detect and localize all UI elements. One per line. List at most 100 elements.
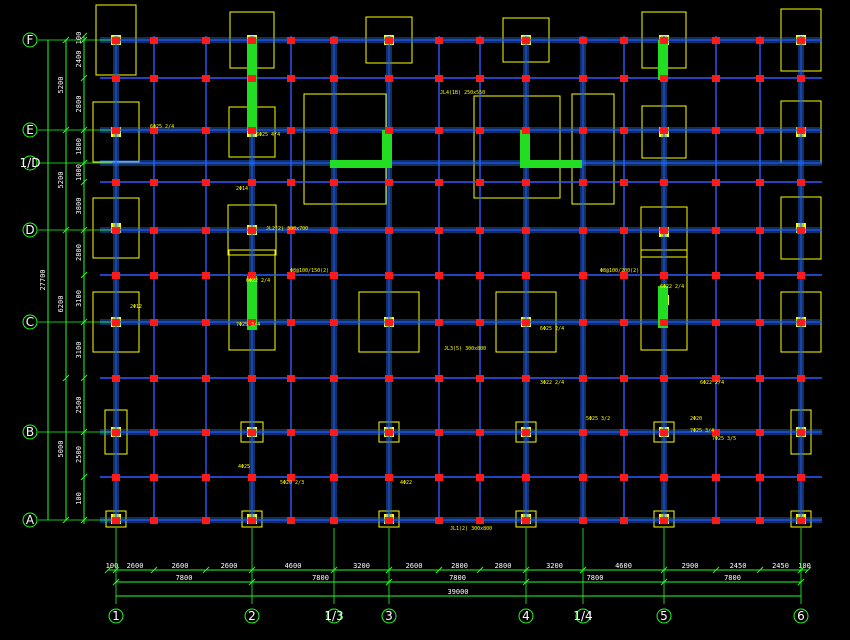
- column: [712, 429, 720, 436]
- dimension-tick: [202, 566, 210, 574]
- column: [435, 75, 443, 82]
- column: [476, 375, 484, 382]
- column: [797, 75, 805, 82]
- column: [385, 272, 393, 279]
- column: [579, 37, 587, 44]
- column: [202, 179, 210, 186]
- dimension-text: 7800: [724, 574, 741, 582]
- shear-wall: [247, 40, 257, 130]
- column: [112, 75, 120, 82]
- beam-annotation: JL4(1B) 250x550: [440, 90, 485, 96]
- column: [620, 127, 628, 134]
- column: [712, 375, 720, 382]
- column: [202, 75, 210, 82]
- column: [579, 517, 587, 524]
- column: [620, 429, 628, 436]
- axis-label: 3: [385, 609, 393, 623]
- column-layer: [112, 37, 805, 524]
- dimension-text: 100: [106, 562, 119, 570]
- column: [112, 179, 120, 186]
- dimension-tick: [80, 178, 88, 186]
- column: [476, 272, 484, 279]
- column: [712, 227, 720, 234]
- footing-outline: [473, 95, 561, 199]
- column: [522, 75, 530, 82]
- column: [112, 127, 120, 134]
- column: [330, 517, 338, 524]
- column: [756, 37, 764, 44]
- column: [202, 272, 210, 279]
- dimension-text: 100: [75, 32, 83, 45]
- column: [385, 375, 393, 382]
- column: [287, 517, 295, 524]
- dimension-text: 5200: [57, 77, 65, 94]
- column: [150, 375, 158, 382]
- column: [202, 429, 210, 436]
- shear-wall: [520, 130, 530, 168]
- column: [522, 179, 530, 186]
- column: [756, 127, 764, 134]
- dimension-text: 2800: [495, 562, 512, 570]
- column: [797, 429, 805, 436]
- dimension-text: 7800: [312, 574, 329, 582]
- column: [522, 127, 530, 134]
- beam-annotation: 5Φ20 2/3: [280, 480, 304, 486]
- column: [248, 37, 256, 44]
- column: [476, 474, 484, 481]
- dimension-text: 2450: [730, 562, 747, 570]
- column: [660, 227, 668, 234]
- beam-annotation: 4Φ22: [400, 480, 412, 486]
- column: [660, 179, 668, 186]
- beam-annotation: 5Φ25 3/2: [586, 416, 610, 422]
- column: [712, 474, 720, 481]
- dimension-text: 2600: [406, 562, 423, 570]
- column: [112, 375, 120, 382]
- column: [435, 429, 443, 436]
- column: [330, 127, 338, 134]
- axis-bubble: [22, 122, 38, 138]
- column: [797, 227, 805, 234]
- column: [248, 127, 256, 134]
- column: [579, 179, 587, 186]
- column: [756, 474, 764, 481]
- column: [287, 127, 295, 134]
- column: [435, 319, 443, 326]
- column: [620, 272, 628, 279]
- column: [712, 37, 720, 44]
- column: [620, 474, 628, 481]
- column: [112, 474, 120, 481]
- column: [660, 375, 668, 382]
- dimension-tick: [476, 566, 484, 574]
- column: [660, 517, 668, 524]
- beam-annotation: 6Φ22 2/4: [660, 284, 684, 290]
- dimension-text: 1000: [75, 164, 83, 181]
- wall-layer: [247, 40, 668, 330]
- column: [712, 319, 720, 326]
- axis-label: 6: [797, 609, 805, 623]
- column: [756, 272, 764, 279]
- axis-label: 1/3: [324, 609, 343, 623]
- axis-label: 2: [248, 609, 256, 623]
- dimension-text: 2500: [75, 446, 83, 463]
- shear-wall: [658, 286, 668, 328]
- column: [756, 319, 764, 326]
- column: [579, 319, 587, 326]
- beam-annotation: JL2(2) 300x700: [266, 226, 308, 232]
- column: [620, 75, 628, 82]
- dimension-text: 5000: [57, 441, 65, 458]
- dimension-total: 39000: [447, 588, 468, 596]
- column: [660, 75, 668, 82]
- column: [248, 517, 256, 524]
- dimension-text: 2500: [75, 397, 83, 414]
- grid-layer: [100, 36, 822, 524]
- column: [435, 179, 443, 186]
- axis-label: D: [25, 223, 34, 237]
- column: [620, 375, 628, 382]
- column: [112, 517, 120, 524]
- column: [522, 517, 530, 524]
- column: [660, 429, 668, 436]
- column: [435, 474, 443, 481]
- dimension-text: 2800: [451, 562, 468, 570]
